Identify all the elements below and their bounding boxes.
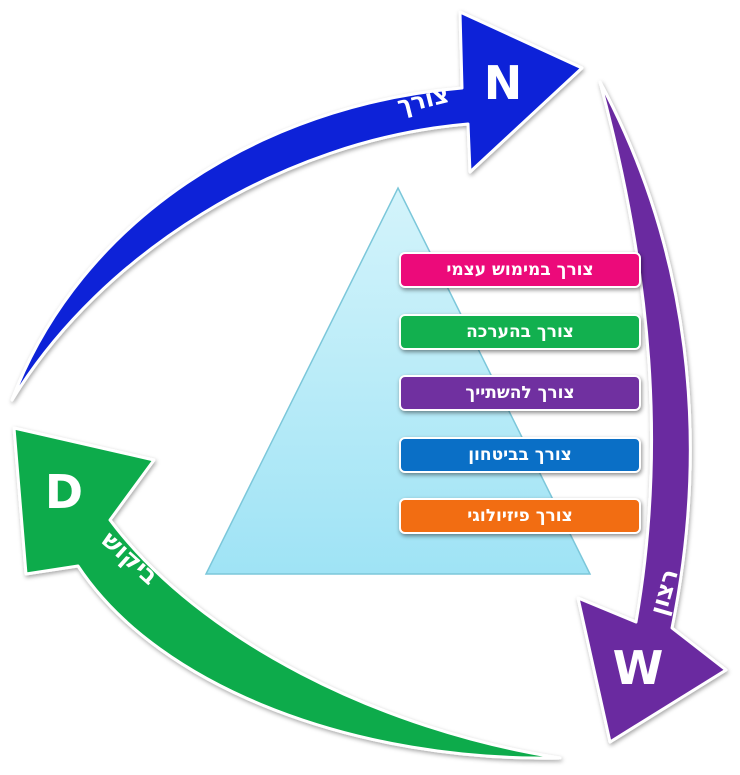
need-level-safety: צורך בביטחון (399, 437, 641, 473)
need-level-esteem: צורך בהערכה (399, 314, 641, 350)
demand-letter: D (45, 465, 83, 519)
demand-arrow-shape (12, 426, 562, 760)
want-letter: W (613, 641, 664, 695)
need-letter: N (484, 56, 523, 110)
need-level-belonging: צורך להשתייך (399, 375, 641, 411)
need-arrow-shape (10, 10, 584, 402)
need-level-physiological: צורך פיזיולוגי (399, 498, 641, 534)
need-level-self-actualization: צורך במימוש עצמי (399, 252, 641, 288)
want-arrow: W רצון (576, 80, 728, 744)
